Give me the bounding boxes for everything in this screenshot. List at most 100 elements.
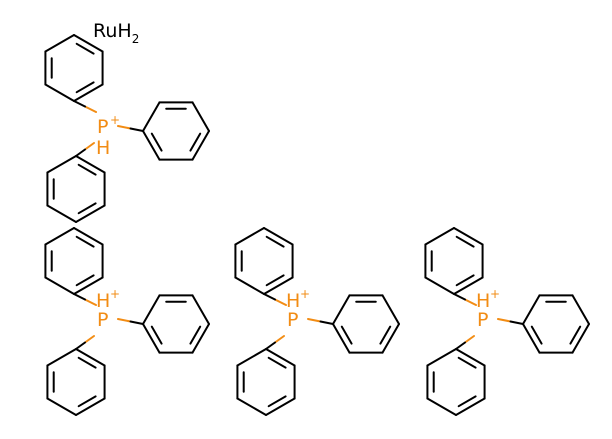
ring-bond <box>46 155 77 174</box>
phenyl-ring <box>46 155 106 223</box>
c-bond-half <box>319 320 334 325</box>
phosphonium-4: PH+ <box>424 227 590 416</box>
ring-bond <box>142 323 161 354</box>
phosphonium-1: PH+ <box>44 34 210 223</box>
ring-double-bond <box>75 274 95 287</box>
ring-bond <box>381 323 400 354</box>
positive-charge: + <box>300 287 310 301</box>
hydrogen-label: H <box>96 137 110 159</box>
ring-double-bond <box>189 132 202 152</box>
ring-bond <box>453 227 484 246</box>
phosphonium-group-container: PH+PH+PH+PH+ <box>44 34 590 416</box>
ring-bond <box>44 83 75 102</box>
ring-double-bond <box>75 42 95 55</box>
ring-bond <box>236 397 267 416</box>
ring-double-bond <box>77 395 97 408</box>
ring-double-bond <box>569 325 582 345</box>
ring-double-bond <box>77 356 97 369</box>
ring-bond <box>571 323 590 354</box>
c-bond-half <box>75 341 86 350</box>
ring-bond <box>142 294 161 325</box>
ring-double-bond <box>265 274 285 287</box>
ring-bond <box>191 101 210 132</box>
ring-double-bond <box>530 325 543 345</box>
ring-double-bond <box>150 132 163 152</box>
ring-bond <box>236 348 267 367</box>
p-bond-half <box>274 335 285 344</box>
c-bond-half <box>455 341 466 350</box>
ring-double-bond <box>150 325 163 345</box>
c-bond-half <box>453 293 466 301</box>
ring-bond <box>191 130 210 161</box>
ring-bond <box>46 204 77 223</box>
ring-bond <box>142 101 161 132</box>
ring-double-bond <box>340 325 353 345</box>
ring-bond <box>73 34 104 53</box>
ring-bond <box>522 323 541 354</box>
c-bond-half <box>263 293 276 301</box>
phenyl-ring <box>46 348 106 416</box>
ring-double-bond <box>75 81 95 94</box>
phenyl-ring <box>332 294 400 354</box>
phosphorus-label: P <box>477 309 488 331</box>
p-bond-half <box>497 318 512 323</box>
phosphonium-2: PH+ <box>44 227 210 416</box>
phenyl-ring <box>424 227 484 295</box>
ring-bond <box>44 227 75 246</box>
positive-charge: + <box>110 287 120 301</box>
phenyl-ring <box>236 348 296 416</box>
ring-bond <box>73 227 104 246</box>
ring-double-bond <box>189 325 202 345</box>
ring-bond <box>142 130 161 161</box>
hydrogen-label: H <box>476 290 490 312</box>
ring-bond <box>522 294 541 325</box>
ring-double-bond <box>455 274 475 287</box>
p-bond-half <box>307 318 322 323</box>
ruthenium-dihydride-label: RuH2 <box>93 20 139 46</box>
c-bond-half <box>73 100 86 108</box>
ring-bond <box>265 348 296 367</box>
ring-bond <box>455 348 486 367</box>
ring-double-bond <box>457 356 477 369</box>
ring-bond <box>263 276 294 295</box>
ring-double-bond <box>265 235 285 248</box>
positive-charge: + <box>110 113 120 127</box>
hydrogen-label: H <box>96 290 110 312</box>
ring-bond <box>424 276 455 295</box>
ring-bond <box>73 83 104 102</box>
ring-bond <box>265 397 296 416</box>
phosphonium-3: PH+ <box>234 227 400 416</box>
ring-double-bond <box>77 163 97 176</box>
c-bond-half <box>75 148 86 157</box>
ring-bond <box>381 294 400 325</box>
ring-bond <box>453 276 484 295</box>
positive-charge: + <box>490 287 500 301</box>
phenyl-ring <box>44 34 104 102</box>
c-bond-half <box>509 320 524 325</box>
ring-bond <box>455 397 486 416</box>
p-bond-half <box>84 142 95 151</box>
phenyl-ring <box>522 294 590 354</box>
ring-double-bond <box>77 202 97 215</box>
phenyl-ring <box>142 294 210 354</box>
ring-bond <box>332 323 351 354</box>
ring-bond <box>75 348 106 367</box>
ring-double-bond <box>455 235 475 248</box>
p-bond-half <box>117 125 132 130</box>
p-bond-half <box>84 298 97 306</box>
hydrogen-label: H <box>286 290 300 312</box>
ring-bond <box>234 227 265 246</box>
p-bond-half <box>84 335 95 344</box>
ring-bond <box>75 155 106 174</box>
ring-double-bond <box>457 395 477 408</box>
ring-bond <box>44 276 75 295</box>
p-bond-half <box>117 318 132 323</box>
phenyl-ring <box>142 101 210 161</box>
ring-bond <box>191 294 210 325</box>
ring-bond <box>332 294 351 325</box>
ring-bond <box>75 204 106 223</box>
ring-bond <box>73 276 104 295</box>
ring-bond <box>424 227 455 246</box>
phenyl-ring <box>44 227 104 295</box>
